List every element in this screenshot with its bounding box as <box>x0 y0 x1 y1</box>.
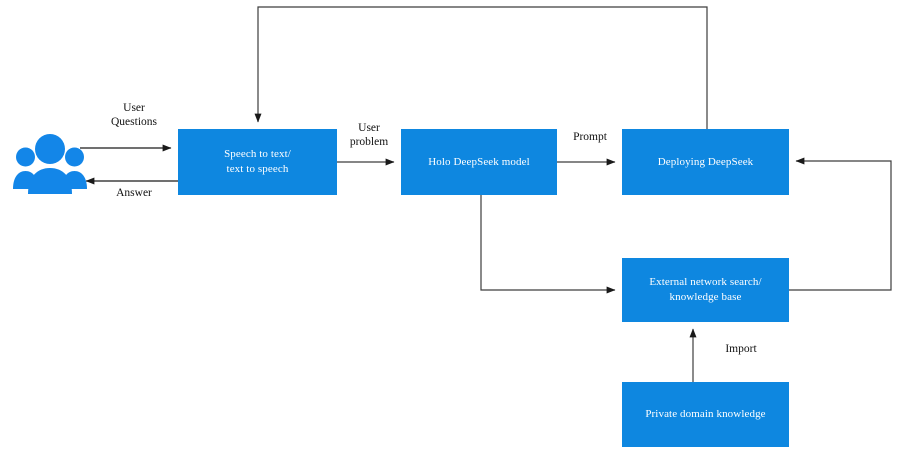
node-holo-deepseek-model[interactable]: Holo DeepSeek model <box>401 129 557 195</box>
edge-label-prompt: Prompt <box>573 131 607 143</box>
node-private-domain-knowledge[interactable]: Private domain knowledge <box>622 382 789 447</box>
node-external-network-search[interactable]: External network search/ knowledge base <box>622 258 789 322</box>
edge-label-import: Import <box>725 343 757 355</box>
node-deploying-deepseek-label: Deploying DeepSeek <box>657 155 754 168</box>
edge-label-answer: Answer <box>116 187 152 199</box>
node-deploying-deepseek[interactable]: Deploying DeepSeek <box>622 129 789 195</box>
edge-label-user-problem: User problem <box>349 122 389 149</box>
users-group-icon <box>10 132 90 198</box>
users-group-icon-glyph <box>13 134 87 194</box>
connector-model-to-search <box>480 195 616 294</box>
node-speech-to-text-label: Speech to text/ text to speech <box>224 148 291 175</box>
connector-deploying-to-speech <box>254 6 708 129</box>
node-private-domain-knowledge-label: Private domain knowledge <box>645 408 766 421</box>
edge-label-user-questions: User Questions <box>111 102 157 129</box>
connector-search-to-deploying <box>789 157 892 291</box>
node-external-network-search-label: External network search/ knowledge base <box>649 276 762 303</box>
node-speech-to-text[interactable]: Speech to text/ text to speech <box>178 129 337 195</box>
node-holo-deepseek-model-label: Holo DeepSeek model <box>428 155 530 168</box>
